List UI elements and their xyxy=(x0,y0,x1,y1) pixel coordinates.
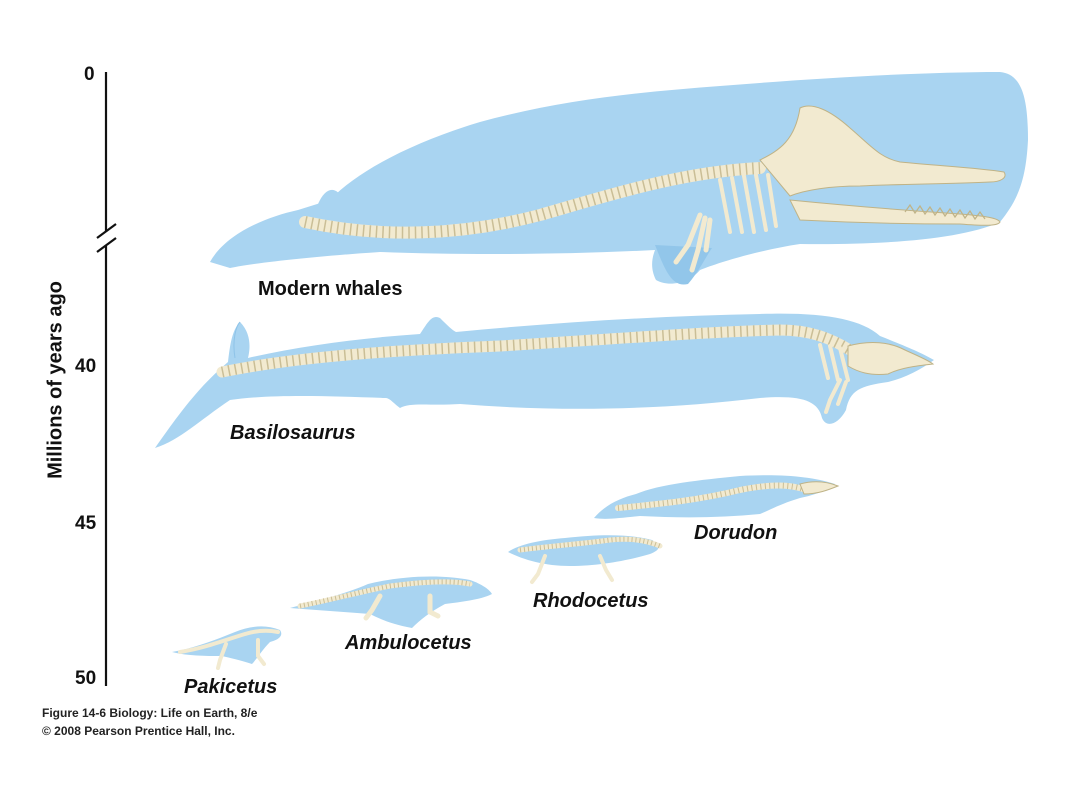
ambulocetus-illustration xyxy=(290,576,492,628)
label-modern-whales: Modern whales xyxy=(258,278,403,300)
basilosaurus-skull xyxy=(847,342,935,375)
time-axis xyxy=(96,72,117,686)
axis-tick-40: 40 xyxy=(75,356,97,377)
modern-whale-skull xyxy=(759,105,1006,197)
axis-break-mark xyxy=(96,223,117,253)
figure-caption-line2: © 2008 Pearson Prentice Hall, Inc. xyxy=(42,724,235,738)
basilosaurus-illustration xyxy=(155,313,935,448)
pakicetus-illustration xyxy=(172,626,282,670)
modern-whale-ribs xyxy=(718,173,778,234)
modern-whale-illustration xyxy=(210,72,1028,285)
axis-title: Millions of years ago xyxy=(44,281,67,479)
label-pakicetus: Pakicetus xyxy=(184,676,278,698)
axis-tick-45: 45 xyxy=(75,513,97,534)
modern-whale-jaw xyxy=(789,199,1001,226)
ambulocetus-legs xyxy=(363,593,441,621)
dorudon-skull xyxy=(799,481,840,495)
modern-whale-dorsal-hump xyxy=(318,189,344,204)
axis-tick-50: 50 xyxy=(75,668,97,689)
label-basilosaurus: Basilosaurus xyxy=(230,422,356,444)
figure-caption-line1: Figure 14-6 Biology: Life on Earth, 8/e xyxy=(42,706,258,720)
basilosaurus-body xyxy=(155,313,934,448)
dorudon-illustration xyxy=(594,475,840,519)
label-rhodocetus: Rhodocetus xyxy=(533,590,649,612)
axis-tick-0: 0 xyxy=(84,64,95,85)
label-dorudon: Dorudon xyxy=(694,522,778,544)
dorudon-spine xyxy=(615,482,809,511)
pakicetus-legs xyxy=(216,638,266,670)
modern-whale-flipper-bones xyxy=(673,212,713,273)
rhodocetus-legs xyxy=(530,554,614,584)
ambulocetus-body xyxy=(290,576,492,628)
pakicetus-spine xyxy=(178,628,280,654)
basilosaurus-ribs xyxy=(818,343,850,382)
rhodocetus-illustration xyxy=(508,535,663,584)
label-ambulocetus: Ambulocetus xyxy=(345,632,472,654)
basilosaurus-flipper-bones xyxy=(824,378,848,414)
